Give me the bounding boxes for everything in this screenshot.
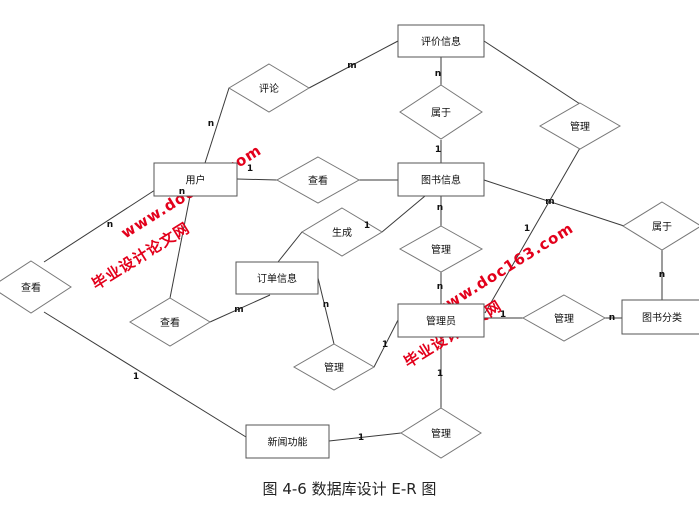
cardinality-label: 1	[247, 164, 253, 174]
cardinality-label: m	[234, 305, 243, 315]
entity-label: 管理员	[426, 315, 456, 328]
cardinality-label: n	[437, 282, 443, 292]
cardinality-label: m	[545, 197, 554, 207]
entity-label: 图书信息	[421, 174, 461, 187]
cardinality-label: 1	[524, 224, 530, 234]
relationship-chakan3: 查看	[129, 297, 211, 347]
cardinality-label: n	[107, 220, 113, 230]
relationship-label: 查看	[160, 316, 180, 329]
relationship-label: 管理	[431, 427, 451, 440]
relationship-diamond	[275, 156, 361, 204]
edge-yonghu-chakan2	[43, 189, 156, 263]
cardinality-label: 1	[358, 433, 364, 443]
entity-label: 新闻功能	[268, 436, 308, 449]
edge-guanli5-xinwen	[328, 432, 402, 442]
cardinality-label: 1	[133, 372, 139, 382]
entity-box	[245, 424, 330, 459]
relationship-pinglun: 评论	[228, 63, 310, 113]
relationship-guanli5: 管理	[400, 407, 482, 459]
entity-box	[235, 261, 319, 295]
relationship-diamond	[398, 225, 484, 273]
relationship-label: 查看	[308, 174, 328, 187]
relationship-diamond	[622, 201, 699, 251]
relationship-diamond	[228, 63, 310, 113]
entity-guanliyuan: 管理员	[397, 303, 485, 338]
relationship-diamond	[399, 84, 483, 140]
cardinality-label: n	[323, 300, 329, 310]
cardinality-label: 1	[500, 310, 506, 320]
relationship-diamond	[400, 407, 482, 459]
relationship-guanli3: 管理	[292, 343, 376, 391]
relationship-diamond	[538, 102, 622, 150]
cardinality-label: 1	[364, 221, 370, 231]
relationship-label: 查看	[21, 281, 41, 294]
cardinality-label: m	[347, 61, 356, 71]
cardinality-label: n	[179, 187, 185, 197]
relationship-shengcheng: 生成	[301, 207, 383, 257]
edge-shengcheng-dingdan	[277, 231, 303, 263]
relationship-label: 属于	[652, 221, 672, 233]
edge-dingdan-guanli3	[317, 277, 335, 345]
edge-tushu-shuyu2	[483, 179, 625, 227]
relationship-shuyu2: 属于	[622, 201, 699, 251]
edge-chakan2-xinwen	[43, 311, 247, 438]
cardinality-label: 1	[382, 340, 388, 350]
cardinality-label: 1	[437, 369, 443, 379]
relationship-diamond	[292, 343, 376, 391]
relationship-guanli1: 管理	[538, 102, 622, 150]
relationship-label: 属于	[431, 107, 451, 119]
relationship-chakan1: 查看	[275, 156, 361, 204]
relationship-diamond	[521, 294, 607, 342]
cardinality-label: n	[435, 69, 441, 79]
edge-yonghu-chakan1	[236, 178, 278, 181]
entity-dingdan: 订单信息	[235, 261, 319, 295]
relationship-label: 管理	[554, 312, 574, 325]
entity-box	[153, 162, 238, 197]
entity-box	[397, 303, 485, 338]
entity-box	[397, 24, 485, 58]
entity-label: 订单信息	[257, 272, 297, 285]
cardinality-label: 1	[435, 145, 441, 155]
entity-label: 图书分类	[642, 311, 682, 324]
entity-box	[397, 162, 485, 197]
cardinality-label: n	[437, 203, 443, 213]
relationship-label: 管理	[570, 120, 590, 133]
connection-lines	[43, 40, 663, 442]
entity-label: 评价信息	[421, 35, 461, 48]
relationship-guanli2: 管理	[398, 225, 484, 273]
edge-yonghu-chakan3	[169, 195, 191, 299]
relationship-guanli4: 管理	[521, 294, 607, 342]
relationship-diamond	[129, 297, 211, 347]
entity-xinwen: 新闻功能	[245, 424, 330, 459]
relationship-label: 管理	[431, 243, 451, 256]
relationship-diamond	[0, 260, 72, 314]
cardinality-label: n	[609, 313, 615, 323]
cardinality-labels: m n n 1 n 1 n 1 n m n 1 n 1 n m 1 1 n 1 1	[107, 61, 665, 443]
relationship-chakan2: 查看	[0, 260, 72, 314]
edge-pinglun-yonghu	[204, 87, 230, 164]
relationship-diamond	[301, 207, 383, 257]
figure-caption: 图 4-6 数据库设计 E-R 图	[262, 480, 437, 498]
entity-fenlei: 图书分类	[621, 299, 699, 335]
edge-pingjia-pinglun	[308, 40, 399, 89]
edge-guanli1-guanliyuan	[484, 147, 581, 314]
relationship-shuyu1: 属于	[399, 84, 483, 140]
entity-label: 用户	[186, 174, 206, 187]
relationship-label: 管理	[324, 361, 344, 374]
entity-box	[621, 299, 699, 335]
entity-yonghu: 用户	[153, 162, 238, 197]
edge-tushu-shengcheng	[381, 195, 426, 233]
edge-guanli3-guanliyuan	[373, 319, 399, 368]
edge-pingjia-guanli1	[483, 40, 581, 105]
cardinality-label: n	[659, 270, 665, 280]
edge-chakan3-dingdan	[209, 294, 271, 323]
entity-pingjia: 评价信息	[397, 24, 485, 58]
relationship-label: 评论	[259, 82, 279, 95]
relationship-label: 生成	[332, 226, 352, 239]
entity-tushu: 图书信息	[397, 162, 485, 197]
cardinality-label: n	[208, 119, 214, 129]
